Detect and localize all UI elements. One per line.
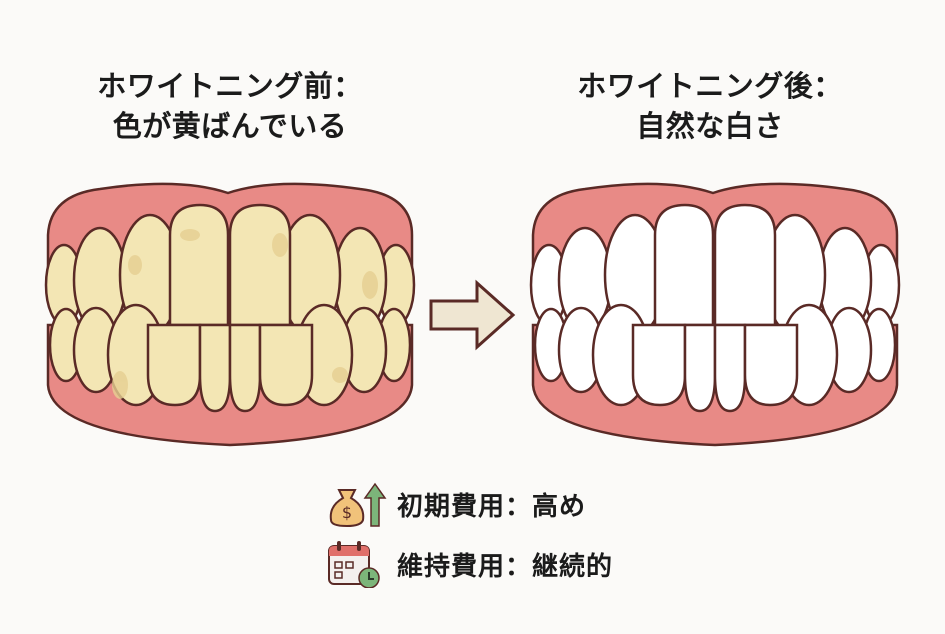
right-arrow-icon [429,279,516,351]
initial-cost-row: $ 初期費用：高め [325,480,586,528]
before-title-line2: 色が黄ばんでいる [112,109,348,143]
after-title: ホワイトニング後： 自然な白さ [520,66,900,146]
after-title-line2: 自然な白さ [636,109,784,143]
after-title-line1: ホワイトニング後： [577,69,843,103]
maintenance-cost-label: 維持費用：継続的 [397,551,614,582]
svg-text:$: $ [342,503,352,522]
money-bag-up-arrow-icon: $ [329,482,387,528]
white-teeth-illustration [529,182,901,447]
initial-cost-label: 初期費用：高め [397,491,587,522]
before-title: ホワイトニング前： 色が黄ばんでいる [40,66,420,146]
calendar-clock-icon [328,541,380,588]
before-title-line1: ホワイトニング前： [97,69,363,103]
maintenance-cost-row: 維持費用：継続的 [325,540,613,588]
yellow-teeth-illustration [44,182,416,447]
